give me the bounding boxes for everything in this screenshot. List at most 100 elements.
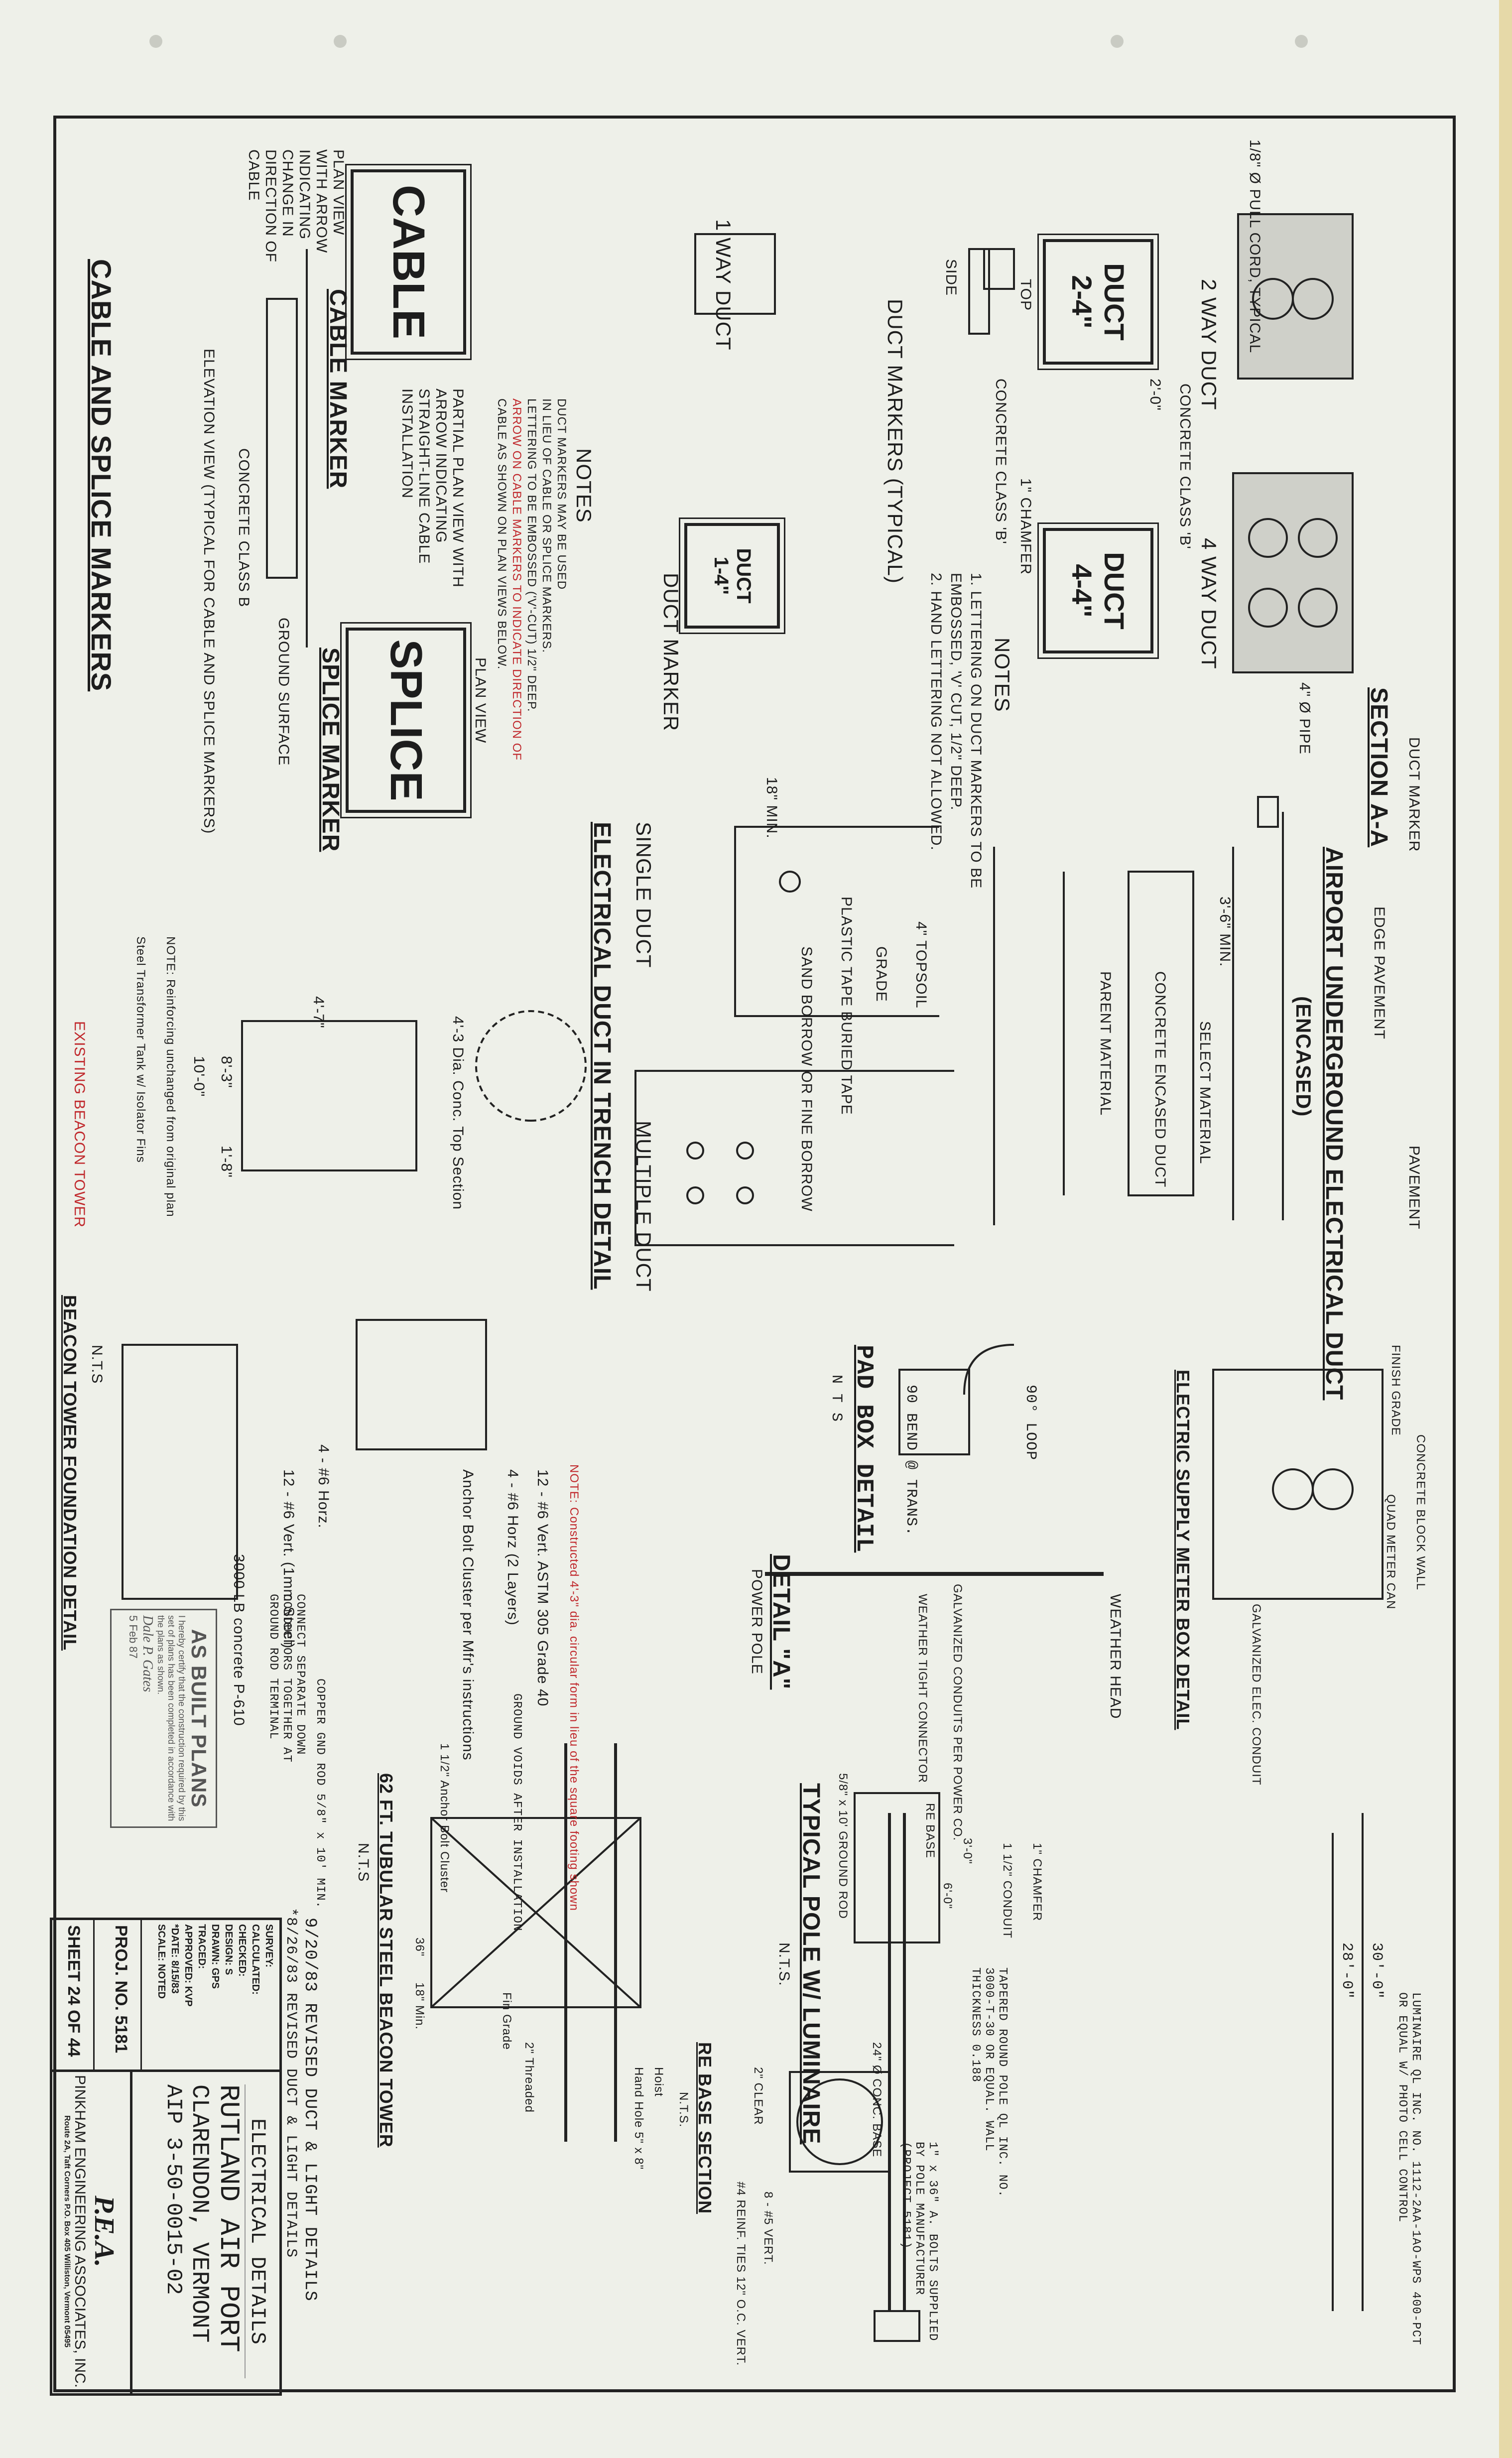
punch-hole <box>1111 35 1124 48</box>
label: 8 - #5 VERT. <box>761 2192 775 2265</box>
label: QUAD METER CAN <box>1384 1494 1397 1610</box>
label: N.T.S <box>89 1345 105 1384</box>
project-location: CLARENDON, VERMONT <box>186 2084 213 2343</box>
label: 3'-6" MIN. <box>1217 897 1233 967</box>
label: 4'-3 Dia. Conc. Top Section <box>450 1016 466 1210</box>
splice-marker: SPLICE <box>342 619 470 821</box>
pad-box-title: PAD BOX DETAIL <box>850 1345 877 1553</box>
note: DUCT MARKERS MAY BE USED <box>555 398 568 590</box>
note: ARROW ON CABLE MARKERS TO INDICATE DIREC… <box>510 398 523 761</box>
label: 2 WAY DUCT <box>1197 279 1221 410</box>
border-frame <box>53 116 1456 2392</box>
label: SINGLE DUCT <box>632 822 655 968</box>
label: COPPER GND ROD 5/8" x 10' MIN. <box>313 1679 327 1909</box>
label: CONCRETE BLOCK WALL <box>1414 1434 1427 1590</box>
field: CHECKED: <box>237 1924 248 1977</box>
label: 2" Threaded <box>522 2042 536 2113</box>
label: NOTE: Reinforcing unchanged from origina… <box>164 936 177 1217</box>
firm-logo: P.E.A. <box>89 2196 120 2267</box>
field: APPROVED: KVP <box>183 1924 194 2007</box>
label: 4 - #6 Horz (2 Layers) <box>504 1469 521 1626</box>
label: N.T.S <box>355 1843 372 1882</box>
meter-box-drawing <box>1212 1369 1384 1600</box>
one-way-duct-label: 1 WAY DUCT <box>712 219 735 351</box>
label: 2'-0" <box>1147 379 1163 411</box>
firm-name: PINKHAM ENGINEERING ASSOCIATES, INC. <box>72 2075 88 2388</box>
label: EDGE PAVEMENT <box>1371 906 1387 1039</box>
beacon-foundation-drawing <box>122 1010 587 1600</box>
duct-markers-title: DUCT MARKERS (TYPICAL) <box>883 299 907 584</box>
note: 2. HAND LETTERING NOT ALLOWED. <box>928 573 944 851</box>
red-note: NOTE: Constructed 4'-3" dia. circular fo… <box>567 1464 581 1911</box>
label: Fin Grade <box>500 1992 513 2050</box>
field: DRAWN: GPS <box>210 1924 221 1989</box>
beacon-foundation-title: BEACON TOWER FOUNDATION DETAIL <box>60 1295 80 1651</box>
field: SCALE: NOTED <box>156 1924 167 1999</box>
aip-number: AIP 3-50-0015-02 <box>161 2084 186 2295</box>
note: IN LIEU OF CABLE OR SPLICE MARKERS. <box>540 398 553 653</box>
revision-note: *8/26/83 REVISED DUCT & LIGHT DETAILS <box>282 1908 299 2258</box>
signature: Dale P. Gates <box>140 1615 155 1692</box>
label: GROUND VOIDS AFTER INSTALLATION <box>510 1693 523 1932</box>
label: N T S <box>828 1375 845 1423</box>
as-built-date: 5 Feb 87 <box>127 1615 139 1659</box>
section-aa-title: SECTION A-A <box>1366 687 1392 848</box>
trench-title: ELECTRICAL DUCT IN TRENCH DETAIL <box>589 822 615 1290</box>
field: DESIGN: S <box>223 1924 234 1975</box>
cable-splice-title: CABLE AND SPLICE MARKERS <box>86 259 117 692</box>
as-built-title: AS BUILT PLANS <box>187 1629 211 1808</box>
label: PLASTIC TAPE BURIED TAPE <box>838 897 855 1115</box>
label: CONCRETE CLASS B <box>236 448 252 608</box>
label: GALVANIZED CONDUITS PER POWER CO. <box>951 1584 964 1841</box>
label: 90° LOOP <box>1022 1385 1039 1461</box>
splice-marker-title: SPLICE MARKER <box>317 647 344 852</box>
as-built-text: I hereby certify that the construction r… <box>156 1615 187 1821</box>
base-section-title: RE BASE SECTION <box>695 2042 715 2214</box>
dimension: 4'-7" <box>310 996 327 1029</box>
title-block: SURVEY: CALCULATED: CHECKED: DESIGN: S D… <box>50 1918 282 2396</box>
field: *DATE: 8/15/83 <box>169 1924 180 1994</box>
punch-hole <box>334 35 347 48</box>
notes-title: NOTES <box>572 448 596 523</box>
label: SIDE <box>943 259 959 296</box>
revision-note: 9/20/83 REVISED DUCT & LIGHT DETAILS <box>300 1918 319 2302</box>
label: EXISTING BEACON TOWER <box>71 1021 88 1228</box>
label: PLAN VIEW <box>472 657 489 744</box>
label: 4" TOPSOIL <box>913 921 929 1009</box>
dimension: 28'-0" <box>1338 1942 1355 2000</box>
underground-duct-title: AIRPORT UNDERGROUND ELECTRICAL DUCT <box>1321 847 1347 1401</box>
label: 1" x 36" A. BOLTS SUPPLIED BY POLE MANUF… <box>899 2142 939 2341</box>
label: 90 BEND @ TRANS. <box>902 1385 919 1537</box>
label: ELEVATION VIEW (TYPICAL FOR CABLE AND SP… <box>201 349 217 834</box>
label: 1" CHAMFER <box>1030 1843 1044 1922</box>
label: PLAN VIEW WITH ARROW INDICATING CHANGE I… <box>246 149 347 262</box>
dimension: 10'-0" <box>191 1056 207 1097</box>
label: TAPERED ROUND POLE QL INC. NO. 3000-T-30… <box>969 1967 1009 2198</box>
label: WEATHER TIGHT CONNECTOR <box>916 1594 929 1783</box>
punch-hole <box>149 35 162 48</box>
note: LETTERING TO BE EMBOSSED ('V'-CUT) 1/2" … <box>525 398 538 712</box>
field: TRACED: <box>196 1924 207 1969</box>
project-number: PROJ. NO. 5181 <box>93 1920 140 2070</box>
field: CALCULATED: <box>250 1924 261 1995</box>
dimension: 6'-0" <box>941 1883 954 1909</box>
label: Anchor Bolt Cluster per Mfr's instructio… <box>460 1469 476 1761</box>
as-built-stamp: AS BUILT PLANS I hereby certify that the… <box>110 1609 217 1828</box>
firm-block: P.E.A. PINKHAM ENGINEERING ASSOCIATES, I… <box>52 2070 130 2393</box>
label: CONCRETE CLASS 'B' <box>993 379 1009 544</box>
duct-marker-views <box>694 233 1015 335</box>
dimension: 8'-3" <box>218 1056 235 1088</box>
label: #4 REINF. TIES 12" O.C. VERT. <box>734 2182 748 2366</box>
label: PAVEMENT <box>1406 1146 1422 1230</box>
label: CONCRETE ENCASED DUCT <box>1152 971 1168 1188</box>
label: WEATHER HEAD <box>1107 1594 1124 1719</box>
pole-title: TYPICAL POLE W/ LUMINAIRE <box>798 1783 824 2145</box>
firm-address: Route 2A, Taft Corners P.O. Box 405 Will… <box>63 2115 71 2348</box>
label: 4" Ø PIPE <box>1296 682 1313 755</box>
dimension: 1'-8" <box>218 1146 235 1178</box>
label: DUCT MARKER <box>1406 737 1422 852</box>
